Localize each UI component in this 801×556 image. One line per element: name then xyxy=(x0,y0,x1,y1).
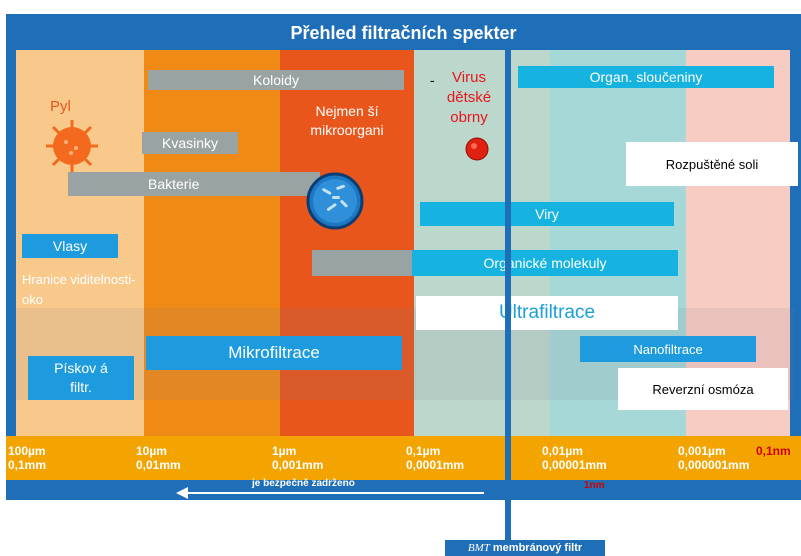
piskova-filtrace-bar: Pískov á filtr. xyxy=(28,356,134,400)
vlasy-label: Vlasy xyxy=(52,238,88,254)
nejmensi-label: Nejmen ší mikroorgani xyxy=(310,103,384,138)
column-1um xyxy=(280,50,414,436)
diagram-frame: Přehled filtračních spekter Koloidy Pyl … xyxy=(6,14,801,500)
microorganism-icon xyxy=(306,172,364,230)
virus-icon xyxy=(464,136,490,162)
piskova-filtrace-label: Pískov á filtr. xyxy=(54,360,108,395)
hranice-label: Hranice viditelnosti-oko xyxy=(22,272,136,307)
organ-slouceniny-label: Organ. sloučeniny xyxy=(589,69,703,85)
column-01um xyxy=(414,50,550,436)
pollen-icon xyxy=(44,118,100,174)
ultrafiltrace-label: Ultrafiltrace xyxy=(498,302,596,323)
bmt-label: BMT membránový filtr xyxy=(445,540,605,556)
reverzni-osmoza-box: Reverzní osmóza xyxy=(618,368,788,410)
column-10um xyxy=(144,50,280,436)
vlasy-bar: Vlasy xyxy=(22,234,118,258)
koloidy-bar: Koloidy xyxy=(148,70,404,90)
reverzni-osmoza-label: Reverzní osmóza xyxy=(652,381,754,397)
ultrafiltrace-box: Ultrafiltrace xyxy=(416,296,678,330)
koloidy-label: Koloidy xyxy=(253,72,299,88)
bmt-brand: BMT xyxy=(467,542,490,554)
viry-label: Viry xyxy=(535,206,559,222)
viry-bar: Viry xyxy=(420,202,674,226)
mikrofiltrace-bar: Mikrofiltrace xyxy=(146,336,402,370)
pyl-label: Pyl xyxy=(50,98,71,115)
rozpustene-soli-box: Rozpuštěné soli xyxy=(626,142,798,186)
nanofiltrace-bar: Nanofiltrace xyxy=(580,336,756,362)
organicke-molekuly-bar: Organické molekuly xyxy=(412,250,678,276)
nanofiltrace-label: Nanofiltrace xyxy=(633,341,703,357)
retention-arrow xyxy=(184,492,484,494)
mikrofiltrace-label: Mikrofiltrace xyxy=(228,343,320,362)
arrow-left-icon xyxy=(176,487,188,499)
organicke-molekuly-label: Organické molekuly xyxy=(483,255,607,271)
one-nm-label: 1nm xyxy=(584,480,605,491)
rozpustene-soli-label: Rozpuštěné soli xyxy=(665,156,759,172)
kvasinky-label: Kvasinky xyxy=(161,135,219,151)
bakterie-bar: Bakterie xyxy=(68,172,320,196)
organicke-molekuly-bar-grey xyxy=(312,250,416,276)
virus-prefix: - xyxy=(430,72,435,88)
virus-label: Virus dětské obrny xyxy=(446,69,492,126)
organ-slouceniny-bar: Organ. sloučeniny xyxy=(518,66,774,88)
diagram-title: Přehled filtračních spekter xyxy=(290,23,517,43)
arrow-text: je bezpečně zadrženo xyxy=(252,478,355,489)
kvasinky-bar: Kvasinky xyxy=(142,132,238,154)
bakterie-label: Bakterie xyxy=(148,176,200,192)
bmt-filter-line xyxy=(505,50,511,540)
bmt-text: membránový filtr xyxy=(492,542,583,554)
scale-tick-01nm: 0,1nm xyxy=(756,444,791,458)
